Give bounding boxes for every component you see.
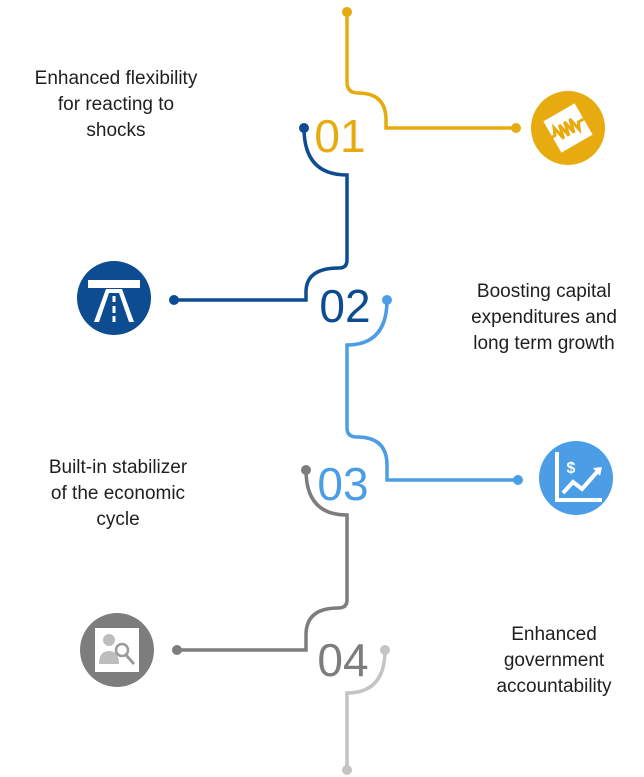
spring-icon bbox=[531, 91, 605, 165]
step-3-caption: Built-in stabilizer of the economic cycl… bbox=[48, 457, 188, 530]
step-1: 01 bbox=[314, 7, 605, 165]
step-1-number: 01 bbox=[314, 110, 365, 162]
timeline-start-dot bbox=[342, 7, 352, 17]
svg-text:$: $ bbox=[567, 460, 576, 477]
timeline-tail bbox=[342, 645, 390, 775]
step-2: 02 bbox=[77, 123, 371, 335]
step-2-start-dot bbox=[299, 123, 309, 133]
step-3-number: 03 bbox=[317, 458, 368, 510]
road-icon bbox=[77, 261, 151, 335]
step-4-caption: Enhanced government accountability bbox=[496, 624, 612, 697]
step-4-number: 04 bbox=[317, 634, 368, 686]
growth-chart-icon: $ bbox=[539, 441, 613, 515]
tail-start-dot bbox=[380, 645, 390, 655]
step-2-caption: Boosting capital expenditures and long t… bbox=[471, 281, 617, 354]
step-1-connector bbox=[345, 12, 516, 130]
step-4-start-dot bbox=[301, 465, 311, 475]
step-3-end-dot bbox=[513, 475, 523, 485]
step-1-end-dot bbox=[511, 123, 521, 133]
step-4-end-dot bbox=[172, 645, 182, 655]
step-3-start-dot bbox=[382, 295, 392, 305]
step-1-caption: Enhanced flexibility for reacting to sho… bbox=[34, 68, 198, 141]
timeline-end-dot bbox=[342, 765, 352, 775]
step-2-number: 02 bbox=[319, 280, 370, 332]
step-4-connector bbox=[177, 469, 349, 652]
step-2-end-dot bbox=[169, 295, 179, 305]
tail-connector bbox=[345, 649, 387, 770]
step-2-hook-top bbox=[174, 127, 349, 302]
step-4: 04 bbox=[80, 465, 369, 687]
step-3-connector bbox=[345, 299, 518, 482]
people-search-icon bbox=[80, 613, 154, 687]
step-3: 03 $ bbox=[317, 295, 613, 515]
